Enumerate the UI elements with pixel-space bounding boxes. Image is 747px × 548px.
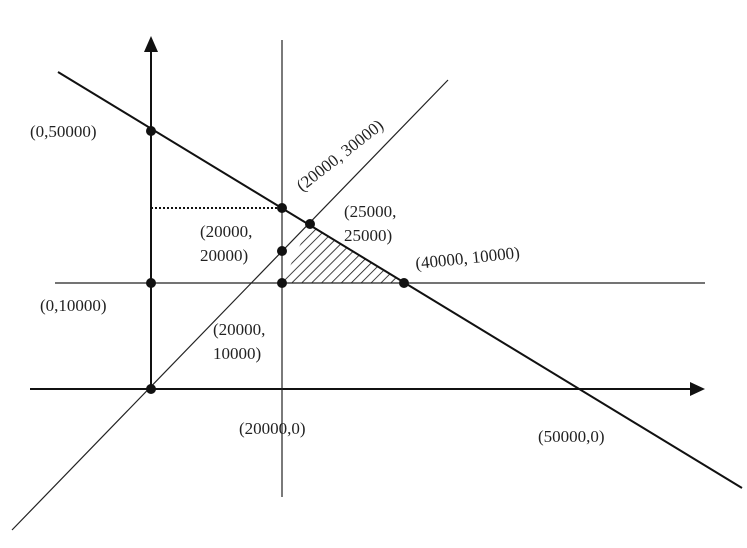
point-20000-10000 xyxy=(277,278,287,288)
label-20000-10000-line1: (20000, xyxy=(213,320,265,339)
point-origin xyxy=(146,384,156,394)
feasible-region-hatch xyxy=(282,224,404,283)
point-0-10000 xyxy=(146,278,156,288)
point-40000-10000 xyxy=(399,278,409,288)
label-50000-0: (50000,0) xyxy=(538,427,605,446)
label-0-50000: (0,50000) xyxy=(30,122,97,141)
label-20000-20000-line1: (20000, xyxy=(200,222,252,241)
point-20000-20000 xyxy=(277,246,287,256)
point-20000-30000 xyxy=(277,203,287,213)
label-20000-0: (20000,0) xyxy=(239,419,306,438)
label-25000-25000-line1: (25000, xyxy=(344,202,396,221)
label-20000-30000: (20000, 30000) xyxy=(293,116,387,196)
label-0-10000: (0,10000) xyxy=(40,296,107,315)
line-y-equals-x xyxy=(11,79,449,531)
point-0-50000 xyxy=(146,126,156,136)
label-25000-25000-line2: 25000) xyxy=(344,226,392,245)
y-axis-arrow-icon xyxy=(144,36,158,52)
point-25000-25000 xyxy=(305,219,315,229)
label-40000-10000: (40000, 10000) xyxy=(414,243,520,273)
label-20000-20000-line2: 20000) xyxy=(200,246,248,265)
label-20000-10000-line2: 10000) xyxy=(213,344,261,363)
x-axis-arrow-icon xyxy=(690,382,705,396)
